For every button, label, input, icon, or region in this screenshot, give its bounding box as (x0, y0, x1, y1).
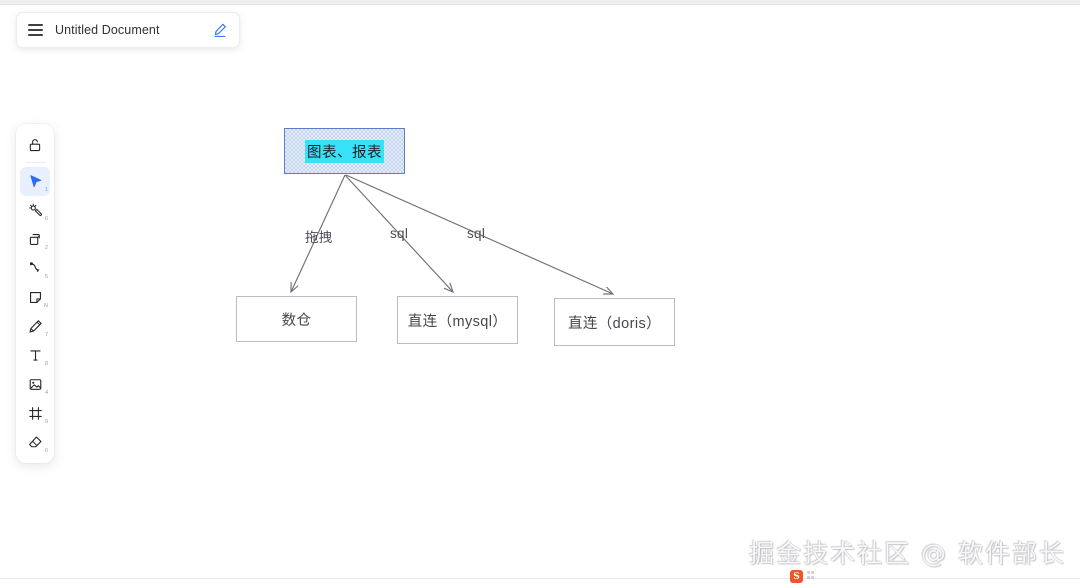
connector-icon (29, 262, 39, 273)
edge-root-to-leaf3[interactable] (345, 174, 613, 294)
tool-divider (24, 162, 46, 163)
tool-pen-badge: 7 (44, 331, 48, 338)
diagram-node-leaf2[interactable]: 直连（mysql） (397, 296, 518, 344)
tool-image-badge: 4 (44, 389, 48, 396)
browser-top-strip (0, 0, 1080, 5)
image-icon (29, 379, 41, 390)
diagram-node-root[interactable]: 图表、报表 (284, 128, 405, 174)
frame-icon (28, 407, 42, 420)
tool-note[interactable]: N (20, 283, 50, 312)
tool-select[interactable]: 1 (20, 167, 50, 196)
edge-root-to-leaf2[interactable] (344, 174, 453, 292)
diagram-node-leaf3[interactable]: 直连（doris） (554, 298, 675, 346)
diagram-node-leaf2-label: 直连（mysql） (407, 313, 508, 330)
diagram-node-leaf1-label: 数仓 (281, 312, 312, 329)
magic-wand-icon (28, 203, 42, 217)
tool-text-badge: 8 (44, 360, 48, 367)
diagram-edges (291, 174, 613, 294)
ime-tray[interactable]: S (790, 570, 816, 583)
ime-dots-icon (807, 571, 816, 582)
tool-eraser[interactable]: 0 (20, 428, 50, 457)
edge-label-sql-mysql[interactable]: sql (390, 226, 409, 241)
edge-label-drag[interactable]: 拖拽 (305, 230, 333, 245)
pen-icon (29, 320, 42, 333)
sogou-ime-icon[interactable]: S (790, 570, 803, 583)
edge-label-sql-doris[interactable]: sql (467, 226, 486, 241)
diagram-node-root-label: 图表、报表 (305, 139, 384, 163)
tool-pen[interactable]: 7 (20, 312, 50, 341)
bottom-hairline (0, 578, 1080, 579)
tool-frame[interactable]: 9 (20, 399, 50, 428)
tool-shape-badge: 2 (44, 244, 48, 251)
diagram-canvas[interactable] (0, 0, 1080, 573)
tool-connector-badge: 5 (44, 273, 48, 280)
diagram-node-leaf1[interactable]: 数仓 (236, 296, 357, 342)
shape-icon (29, 234, 40, 245)
cursor-icon (29, 175, 41, 188)
tool-select-badge: 1 (44, 186, 48, 193)
tool-note-badge: N (44, 302, 48, 309)
document-header-card: Untitled Document (16, 12, 240, 48)
infinite-canvas[interactable] (0, 5, 1080, 578)
pencil-edit-icon[interactable] (211, 21, 229, 39)
tool-frame-badge: 9 (44, 418, 48, 425)
diagram-node-leaf3-label: 直连（doris） (567, 315, 662, 332)
sticky-note-icon (29, 292, 41, 303)
tool-image[interactable]: 4 (20, 370, 50, 399)
edge-root-to-leaf1[interactable] (291, 174, 346, 292)
tool-text[interactable]: 8 (20, 341, 50, 370)
lock-icon (29, 138, 41, 151)
tool-eraser-badge: 0 (44, 447, 48, 454)
tool-magic-badge: 6 (44, 215, 48, 222)
tool-magic[interactable]: 6 (20, 196, 50, 225)
hamburger-menu-icon[interactable] (28, 24, 43, 36)
tool-connector[interactable]: 5 (20, 254, 50, 283)
text-icon (29, 350, 41, 361)
tool-panel: 1 6 2 5 N (16, 124, 54, 463)
tool-shape[interactable]: 2 (20, 225, 50, 254)
tool-lock[interactable] (20, 130, 50, 159)
document-title[interactable]: Untitled Document (55, 23, 160, 37)
eraser-icon (28, 436, 41, 448)
